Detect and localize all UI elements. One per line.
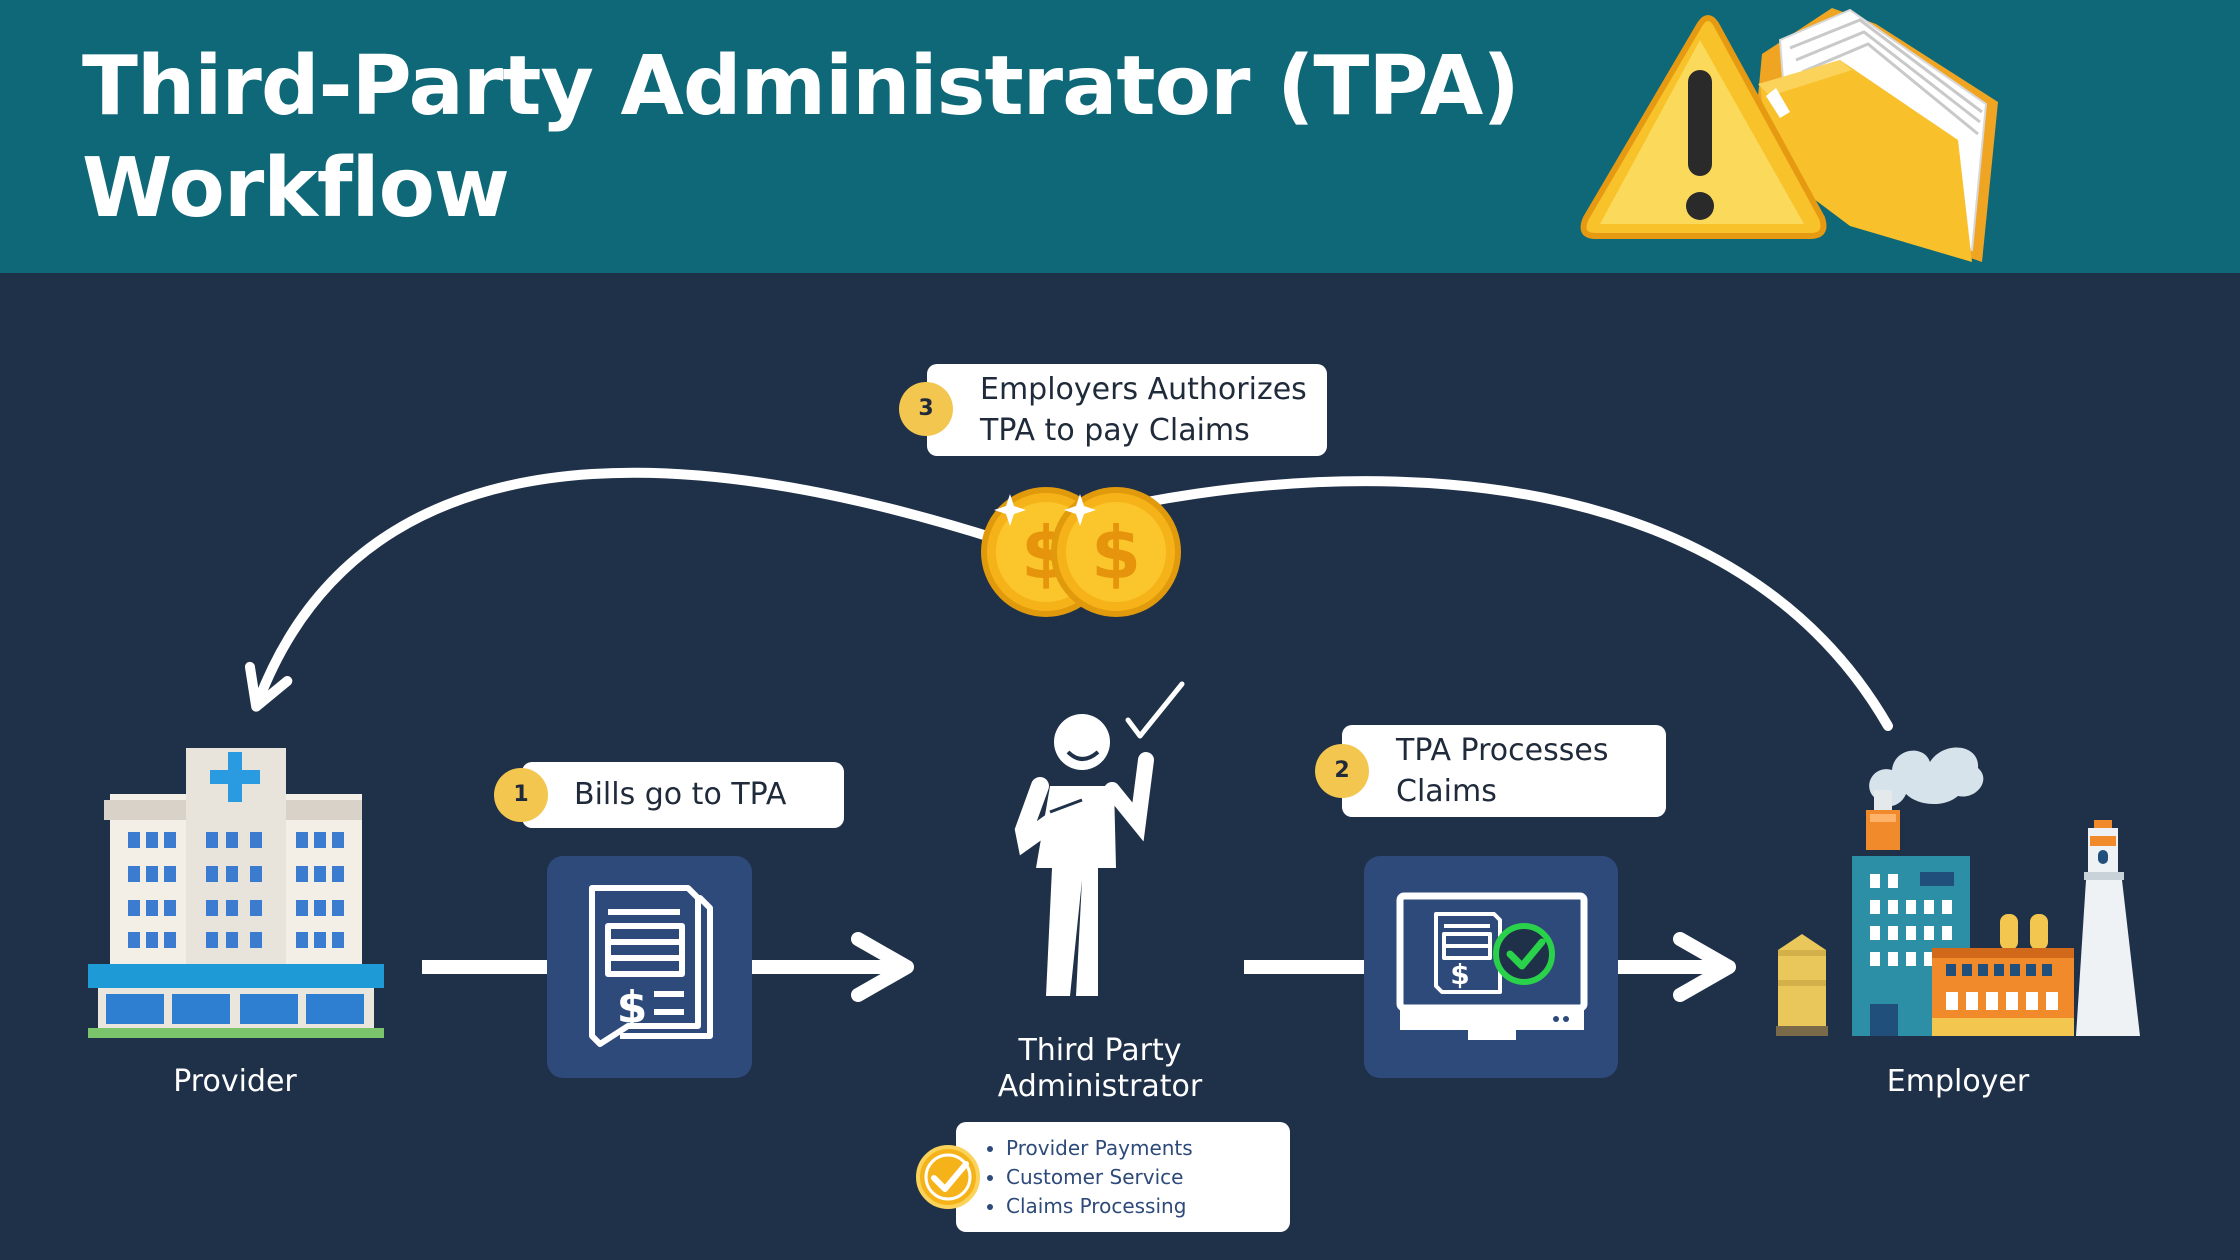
svg-text:$: $ bbox=[1091, 511, 1141, 595]
tpa-duty-item: Claims Processing bbox=[1006, 1192, 1290, 1221]
warning-folder-illustration bbox=[1580, 8, 1998, 262]
step-2-callout: TPA Processes Claims bbox=[1342, 725, 1666, 817]
step-1-callout: Bills go to TPA bbox=[522, 762, 844, 828]
svg-text:$: $ bbox=[1450, 958, 1469, 991]
step-1-badge: 1 bbox=[494, 768, 548, 822]
tpa-label-line-1: Third Party bbox=[1018, 1033, 1182, 1068]
step-1-label: Bills go to TPA bbox=[574, 777, 787, 812]
warning-icon bbox=[1580, 15, 1827, 239]
page-title: Third-Party Administrator (TPA) Workflow bbox=[82, 36, 1520, 240]
step-2-label-line-1: TPA Processes bbox=[1396, 733, 1609, 768]
tpa-label-line-2: Administrator bbox=[997, 1069, 1203, 1104]
svg-text:$: $ bbox=[617, 982, 648, 1033]
provider-label: Provider bbox=[173, 1064, 297, 1099]
step-3-badge: 3 bbox=[899, 382, 953, 436]
step-3-label-line-1: Employers Authorizes bbox=[980, 372, 1307, 407]
employer-label: Employer bbox=[1886, 1064, 2030, 1099]
step-2-badge: 2 bbox=[1315, 744, 1369, 798]
folder-icon bbox=[1752, 8, 1998, 262]
tpa-duties-list: Provider Payments Customer Service Claim… bbox=[956, 1122, 1290, 1221]
tpa-duty-item: Provider Payments bbox=[1006, 1134, 1290, 1163]
page-title-line-2: Workflow bbox=[82, 141, 510, 236]
tpa-duty-item: Customer Service bbox=[1006, 1163, 1290, 1192]
step-3-label-line-2: TPA to pay Claims bbox=[980, 413, 1250, 448]
step-3-callout: Employers Authorizes TPA to pay Claims bbox=[927, 364, 1327, 456]
tpa-duties-box: Provider Payments Customer Service Claim… bbox=[956, 1122, 1290, 1232]
step-2-label-line-2: Claims bbox=[1396, 774, 1497, 809]
page-title-line-1: Third-Party Administrator (TPA) bbox=[82, 39, 1520, 134]
